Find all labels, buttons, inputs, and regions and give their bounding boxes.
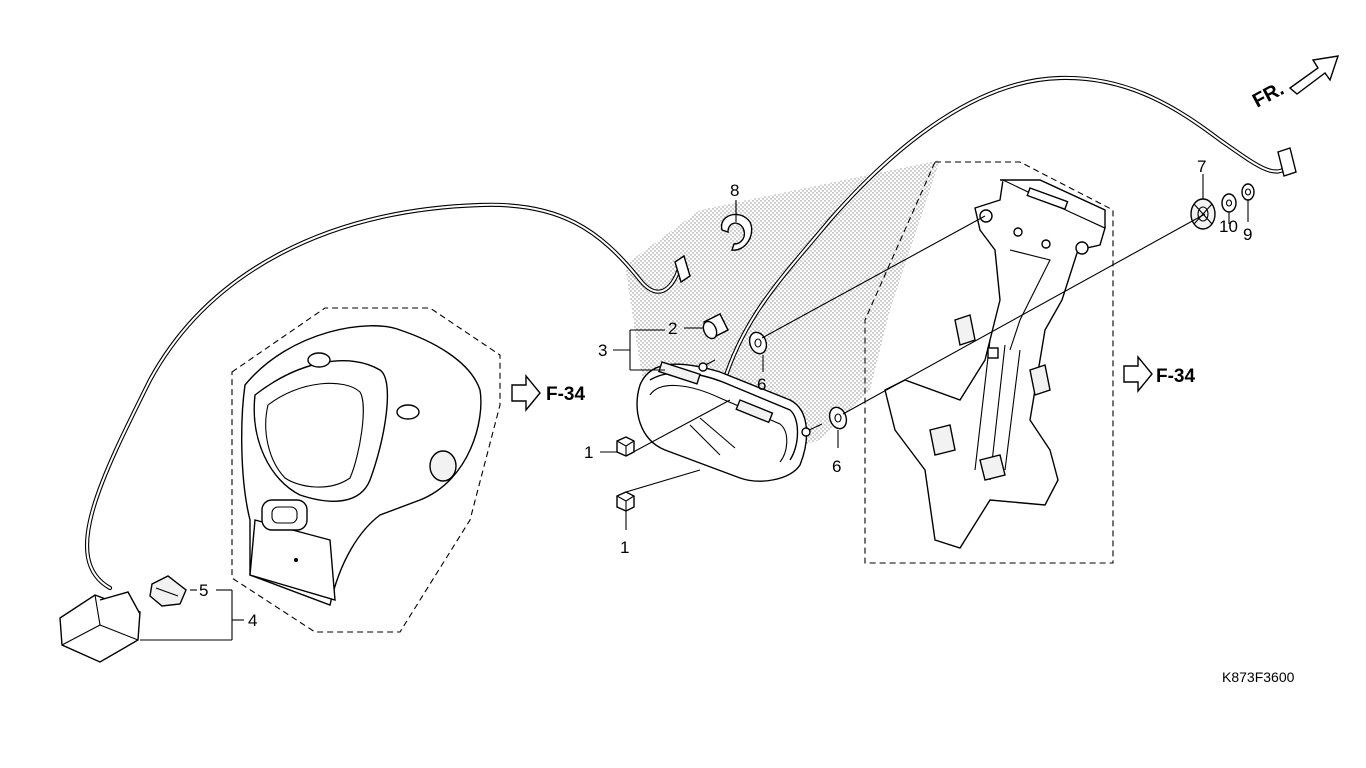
grommet [1190,198,1216,230]
leader-lines [140,174,1249,641]
washer-small [1221,193,1237,213]
callout-7: 7 [1197,157,1206,176]
tail-light-assembly [636,359,823,482]
rear-fender-group: F-34 [231,307,586,633]
callout-1-upper: 1 [584,443,593,462]
nut-small [1241,183,1255,201]
front-label: FR. [1249,78,1288,113]
callout-6-upper: 6 [757,375,766,394]
callout-3: 3 [598,341,607,360]
connector-assembly [59,575,187,663]
callout-5: 5 [199,581,208,600]
front-arrow: FR. [1249,55,1340,113]
callouts: 1 1 2 3 4 5 6 6 7 8 9 10 [199,157,1252,630]
reference-left: F-34 [546,384,586,405]
callout-1-lower: 1 [620,538,629,557]
wire-harness [85,75,1297,591]
circlip [720,213,753,251]
callout-4: 4 [248,611,257,630]
reference-arrow-left: F-34 [511,374,586,412]
callout-2: 2 [668,319,677,338]
license-bracket [884,178,1106,549]
nut-lower [616,491,635,512]
callout-8: 8 [730,181,739,200]
callout-6-lower: 6 [832,457,841,476]
callout-9: 9 [1243,225,1252,244]
collar [702,313,729,340]
reference-right: F-34 [1156,366,1196,387]
reference-arrow-right: F-34 [1123,355,1196,393]
washer-lower [828,406,848,430]
diagram-code: K873F3600 [1222,669,1295,685]
bracket-group: F-34 [864,161,1196,564]
rear-fender [241,325,482,606]
callout-10: 10 [1219,217,1238,236]
